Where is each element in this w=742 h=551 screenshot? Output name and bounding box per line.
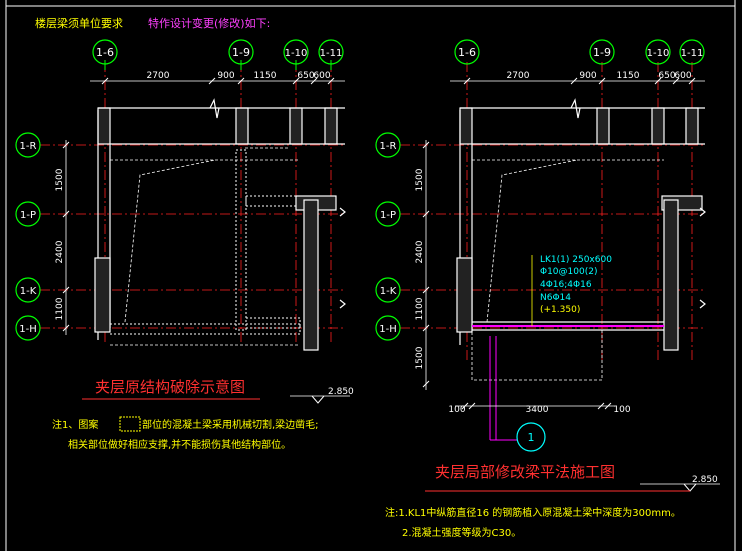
left-note-prefix: 注1、图案 xyxy=(52,418,98,431)
axis-bubble xyxy=(228,39,254,65)
beam-label-line: LK1(1) 250x600 xyxy=(540,255,612,265)
elevation-label: 2.850 xyxy=(328,387,354,397)
right-top-dimensions: 2700 900 1150 650 600 xyxy=(450,71,705,85)
dim-label: 2400 xyxy=(415,240,425,263)
dim-label: 2400 xyxy=(55,240,65,263)
axis-label: 1-9 xyxy=(593,46,611,59)
detail-marker-label: 1 xyxy=(528,431,535,444)
axis-label: 1-6 xyxy=(458,46,476,59)
dim-label: 900 xyxy=(217,71,234,81)
right-note-1: 注:1.KL1中纵筋直径16 的钢筋植入原混凝土梁中深度为300mm。 xyxy=(385,506,681,519)
axis-bubble xyxy=(283,39,309,65)
axis-label: 1-R xyxy=(380,141,397,152)
dim-label: 2700 xyxy=(147,71,170,81)
axis-label: 1-P xyxy=(20,210,36,221)
left-panel-title: 夹层原结构破除示意图 xyxy=(95,378,245,396)
dim-label: 600 xyxy=(674,71,691,81)
left-note-line1: 部位的混凝土梁采用机械切割,梁边凿毛; xyxy=(142,418,319,431)
dim-label: 100 xyxy=(448,405,465,415)
dim-label: 1150 xyxy=(617,71,640,81)
dim-label: 1500 xyxy=(55,168,65,191)
dim-label: 900 xyxy=(579,71,596,81)
elevation-label: 2.850 xyxy=(692,475,718,485)
axis-label: 1-10 xyxy=(647,48,670,59)
axis-bubble xyxy=(318,39,344,65)
header-right-note: 特作设计变更(修改)如下: xyxy=(148,16,270,30)
left-side-dimensions: 1500 2400 1100 xyxy=(55,140,70,335)
left-top-dimensions: 2700 900 1150 650 600 xyxy=(90,71,345,85)
dim-label: 1100 xyxy=(415,297,425,320)
detail-section-leader xyxy=(489,336,517,441)
dim-label: 650 xyxy=(297,71,314,81)
axis-label: 1-9 xyxy=(232,46,250,59)
dim-label: 2700 xyxy=(507,71,530,81)
axis-label: 1-K xyxy=(380,286,397,297)
axis-label: 1-H xyxy=(379,324,397,335)
right-panel-title: 夹层局部修改梁平法施工图 xyxy=(435,463,615,481)
dim-label: 100 xyxy=(613,405,630,415)
header-left-note: 楼层梁须单位要求 xyxy=(35,16,123,30)
right-column-axes: 1-6 1-9 1-10 1-11 xyxy=(454,39,705,65)
dim-label: 1500 xyxy=(415,346,425,369)
beam-label-line: N6Φ14 xyxy=(540,293,571,303)
axis-label: 1-H xyxy=(19,324,37,335)
left-row-axes: 1-R 1-P 1-K 1-H xyxy=(15,132,41,341)
left-column-axes: 1-6 1-9 1-10 1-11 xyxy=(92,39,344,70)
axis-bubble xyxy=(92,39,118,65)
right-panel: 1-6 1-9 1-10 1-11 2700 900 1150 650 600 … xyxy=(375,39,720,539)
axis-label: 1-R xyxy=(20,141,37,152)
dim-label: 1150 xyxy=(254,71,277,81)
dim-label: 600 xyxy=(313,71,330,81)
right-note-2: 2.混凝土强度等级为C30。 xyxy=(402,526,521,539)
hatch-legend-swatch xyxy=(119,416,141,432)
dim-label: 3400 xyxy=(526,405,549,415)
beam-label: LK1(1) 250x600 Φ10@100(2) 4Φ16;4Φ16 N6Φ1… xyxy=(540,255,612,315)
dim-label: 650 xyxy=(658,71,675,81)
axis-label: 1-11 xyxy=(320,48,343,59)
detail-marker xyxy=(516,422,546,452)
right-row-axes: 1-R 1-P 1-K 1-H xyxy=(375,132,401,341)
left-note-line2: 相关部位做好相应支撑,并不能损伤其他结构部位。 xyxy=(68,438,291,451)
left-walls xyxy=(94,98,346,351)
axis-label: 1-11 xyxy=(681,48,704,59)
beam-label-line: 4Φ16;4Φ16 xyxy=(540,280,592,290)
left-beam-outline xyxy=(110,147,300,346)
beam-label-line: (+1.350) xyxy=(540,305,580,315)
right-walls xyxy=(456,98,706,351)
right-beam-outline xyxy=(471,159,664,381)
right-side-dimensions: 1500 2400 1100 1500 xyxy=(415,140,430,390)
dim-label: 1100 xyxy=(55,297,65,320)
axis-label: 1-6 xyxy=(96,46,114,59)
axis-label: 1-P xyxy=(380,210,396,221)
right-bottom-dimensions: 100 3400 100 xyxy=(448,402,631,415)
left-elevation-mark: 2.850 xyxy=(290,387,354,404)
axis-label: 1-10 xyxy=(285,48,308,59)
left-demolition-hatch xyxy=(109,149,301,335)
beam-label-line: Φ10@100(2) xyxy=(540,267,597,277)
left-panel: 1-6 1-9 1-10 1-11 2700 900 1150 xyxy=(15,39,354,451)
axis-label: 1-K xyxy=(20,286,37,297)
dim-label: 1500 xyxy=(415,168,425,191)
